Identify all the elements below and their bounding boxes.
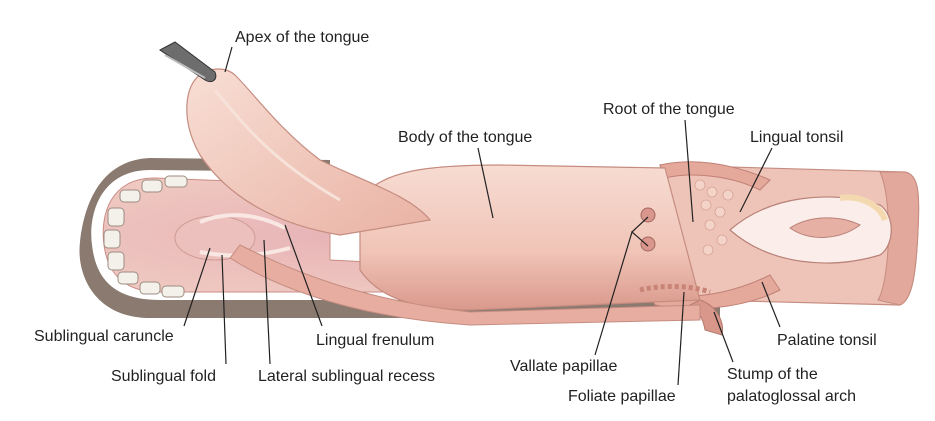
vallate-papilla xyxy=(640,207,656,223)
vallate-papilla xyxy=(640,236,656,252)
label-foliate-papillae: Foliate papillae xyxy=(568,388,676,405)
label-vallate-papillae: Vallate papillae xyxy=(510,358,618,375)
tongue-root xyxy=(649,161,920,336)
label-stump-palatoglossal-arch-line2: palatoglossal arch xyxy=(727,388,856,405)
tongue-tip xyxy=(159,41,432,236)
tongue-body xyxy=(229,164,711,326)
label-body-of-tongue: Body of the tongue xyxy=(398,129,533,146)
label-apex-of-tongue: Apex of the tongue xyxy=(235,29,370,46)
label-sublingual-fold: Sublingual fold xyxy=(111,368,216,385)
forceps-icon xyxy=(159,41,217,83)
label-palatine-tonsil: Palatine tonsil xyxy=(777,332,877,349)
label-lingual-frenulum: Lingual frenulum xyxy=(316,332,435,349)
teeth xyxy=(103,175,188,298)
label-root-of-tongue: Root of the tongue xyxy=(603,101,735,118)
label-lingual-tonsil: Lingual tonsil xyxy=(750,129,844,146)
label-stump-palatoglossal-arch-line1: Stump of the xyxy=(727,366,818,383)
label-sublingual-caruncle: Sublingual caruncle xyxy=(34,328,174,345)
label-lateral-sublingual-recess: Lateral sublingual recess xyxy=(258,368,435,385)
leader-lines xyxy=(183,46,781,386)
